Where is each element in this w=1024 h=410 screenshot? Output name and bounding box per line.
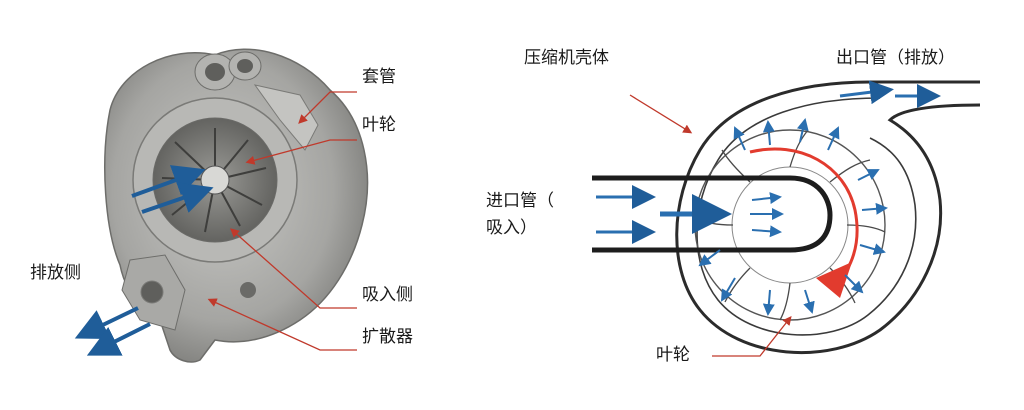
housing-outer-wall [675,80,981,354]
label-shroud: 套管 [362,67,396,87]
right-leader-lines [629,94,792,357]
compressor-cross-section [592,80,981,354]
label-impeller-left: 叶轮 [362,115,396,135]
compressor-illustration [74,48,369,363]
label-compressor-housing: 压缩机壳体 [524,48,609,68]
label-intake-side: 吸入侧 [362,285,413,305]
label-diffuser: 扩散器 [362,327,413,347]
label-exhaust-side: 排放侧 [30,263,81,283]
left-leader-lines [207,91,357,351]
right-flow-arrows [596,80,941,316]
label-outlet-pipe: 出口管（排放） [836,48,955,68]
label-inlet-pipe-line2: 吸入） [486,218,537,238]
intake-flow-arrows [131,165,214,214]
inlet-pipe [592,175,833,253]
impeller-vanes [694,129,886,321]
exhaust-flow-arrows [74,306,151,356]
label-inlet-pipe-line1: 进口管（ [486,191,554,211]
label-impeller-right: 叶轮 [656,345,690,365]
